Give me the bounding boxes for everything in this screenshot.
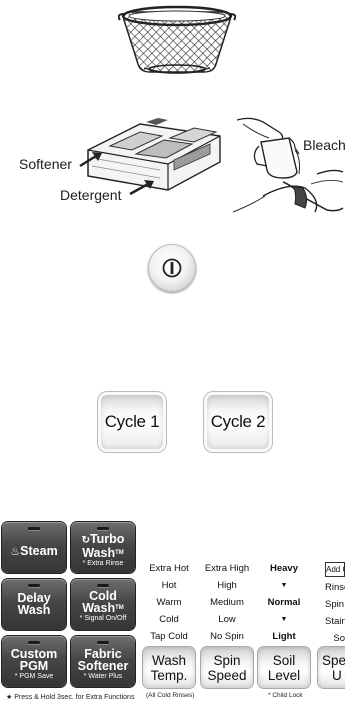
delay-wash-line1: Delay [17, 591, 51, 605]
delay-wash-button-content: Delay Wash [2, 591, 66, 617]
detergent-label: Detergent [60, 187, 122, 203]
steam-button[interactable]: ♨Steam [2, 522, 66, 573]
wash-temp-note: (All Cold Rinses) [146, 692, 195, 699]
steam-icon: ♨ [10, 546, 21, 558]
cold-wash-button[interactable]: Cold WashTM * Signal On/Off [71, 579, 135, 630]
detergent-arrow [129, 180, 154, 196]
custom-pgm-line2: PGM [19, 659, 49, 673]
delay-wash-button[interactable]: Delay Wash [2, 579, 66, 630]
spin-speed-option: No Spin [210, 631, 244, 642]
soil-level-button[interactable]: Soil Level [258, 647, 310, 688]
cycle-1-button[interactable]: Cycle 1 [98, 392, 166, 452]
spin-speed-line1: Spin [213, 652, 241, 668]
cold-wash-indicator-led [97, 584, 109, 587]
spin-speed-line2: Speed [207, 667, 247, 683]
fabric-softener-button[interactable]: Fabric Softener * Water Plus [71, 636, 135, 687]
custom-pgm-button[interactable]: Custom PGM * PGM Save [2, 636, 66, 687]
turbo-wash-button[interactable]: ↻Turbo WashTM * Extra Rinse [71, 522, 135, 573]
soil-level-options: Heavy ▼ Normal ▼ Light [258, 560, 310, 645]
spin-speed-options: Extra High High Medium Low No Spin [201, 560, 253, 645]
soil-level-line2: Level [267, 667, 301, 683]
extra-functions-footnote: ★ Press & Hold 3sec. for Extra Functions [6, 693, 134, 701]
soil-level-option: Light [272, 631, 296, 642]
custom-pgm-sub-label: * PGM Save [14, 673, 54, 680]
power-button[interactable] [148, 244, 196, 292]
extra-functions-text: Press & Hold 3sec. for Extra Functions [14, 694, 135, 701]
steam-button-label: Steam [20, 544, 58, 558]
wash-temp-option: Tap Cold [150, 631, 188, 642]
cycle-2-button[interactable]: Cycle 2 [204, 392, 272, 452]
special-option: Rinse [325, 582, 345, 593]
special-line2: U [332, 667, 342, 683]
wash-temp-button[interactable]: Wash Temp. [143, 647, 195, 688]
spin-speed-option: Low [218, 614, 236, 625]
special-options: Add Ga Rinse Spin Stain So [325, 560, 345, 647]
fabric-softener-line1: Fabric [84, 647, 122, 661]
delay-wash-line2: Wash [17, 603, 51, 617]
turbo-wash-line2: Wash [82, 546, 116, 560]
turbo-wash-sub-label: * Extra Rinse [82, 560, 124, 567]
special-button[interactable]: Spe U [318, 647, 345, 688]
cold-wash-trademark: TM [115, 605, 124, 611]
turbo-wash-trademark: TM [115, 550, 124, 556]
fabric-softener-indicator-led [97, 641, 109, 644]
wash-temp-option: Extra Hot [149, 563, 189, 574]
turbo-wash-line1: Turbo [89, 532, 125, 546]
bleach-label: Bleach [303, 137, 345, 153]
steam-button-content: ♨Steam [2, 542, 66, 560]
wash-temp-line1: Wash [151, 652, 186, 668]
fabric-softener-line2: Softener [77, 659, 129, 673]
cold-wash-line1: Cold [89, 589, 117, 603]
custom-pgm-button-content: Custom PGM * PGM Save [2, 648, 66, 681]
cold-wash-sub-label: * Signal On/Off [79, 615, 127, 622]
power-icon [162, 258, 182, 278]
delay-wash-indicator-led [28, 584, 40, 587]
special-line1: Spe [322, 652, 345, 668]
fabric-softener-button-content: Fabric Softener * Water Plus [71, 648, 135, 681]
special-option: Spin [325, 599, 345, 610]
soil-level-line1: Soil [272, 652, 296, 668]
cold-wash-button-content: Cold WashTM * Signal On/Off [71, 590, 135, 623]
soil-level-option: Heavy [270, 563, 298, 574]
wash-temp-line2: Temp. [150, 667, 188, 683]
steam-indicator-led [28, 527, 40, 530]
special-option: Add Ga [325, 562, 345, 577]
soil-level-arrow: ▼ [280, 616, 288, 623]
laundry-basket-illustration [118, 5, 236, 74]
spin-speed-option: High [217, 580, 237, 591]
softener-label: Softener [19, 156, 72, 172]
softener-arrow [79, 152, 102, 168]
turbo-wash-indicator-led [97, 527, 109, 530]
bleach-pouring-illustration [233, 117, 344, 213]
wash-temp-option: Warm [156, 597, 182, 608]
turbo-icon: ↻ [81, 535, 90, 546]
soil-level-option: Normal [267, 597, 301, 608]
custom-pgm-indicator-led [28, 641, 40, 644]
wash-temp-option: Hot [161, 580, 177, 591]
special-option: Stain [325, 616, 345, 627]
special-option: So [333, 633, 345, 644]
spin-speed-button[interactable]: Spin Speed [201, 647, 253, 688]
soil-level-arrow: ▼ [280, 582, 288, 589]
wash-temp-option: Cold [159, 614, 179, 625]
turbo-wash-button-content: ↻Turbo WashTM * Extra Rinse [71, 533, 135, 568]
wash-temp-options: Extra Hot Hot Warm Cold Tap Cold [146, 560, 192, 645]
spin-speed-option: Medium [210, 597, 244, 608]
detergent-dispenser-illustration [87, 118, 221, 191]
child-lock-note: * Child Lock [268, 692, 303, 699]
cold-wash-line2: Wash [82, 601, 116, 615]
spin-speed-option: Extra High [204, 563, 250, 574]
star-icon: ★ [6, 694, 13, 701]
custom-pgm-line1: Custom [10, 647, 58, 661]
fabric-softener-sub-label: * Water Plus [83, 673, 123, 680]
